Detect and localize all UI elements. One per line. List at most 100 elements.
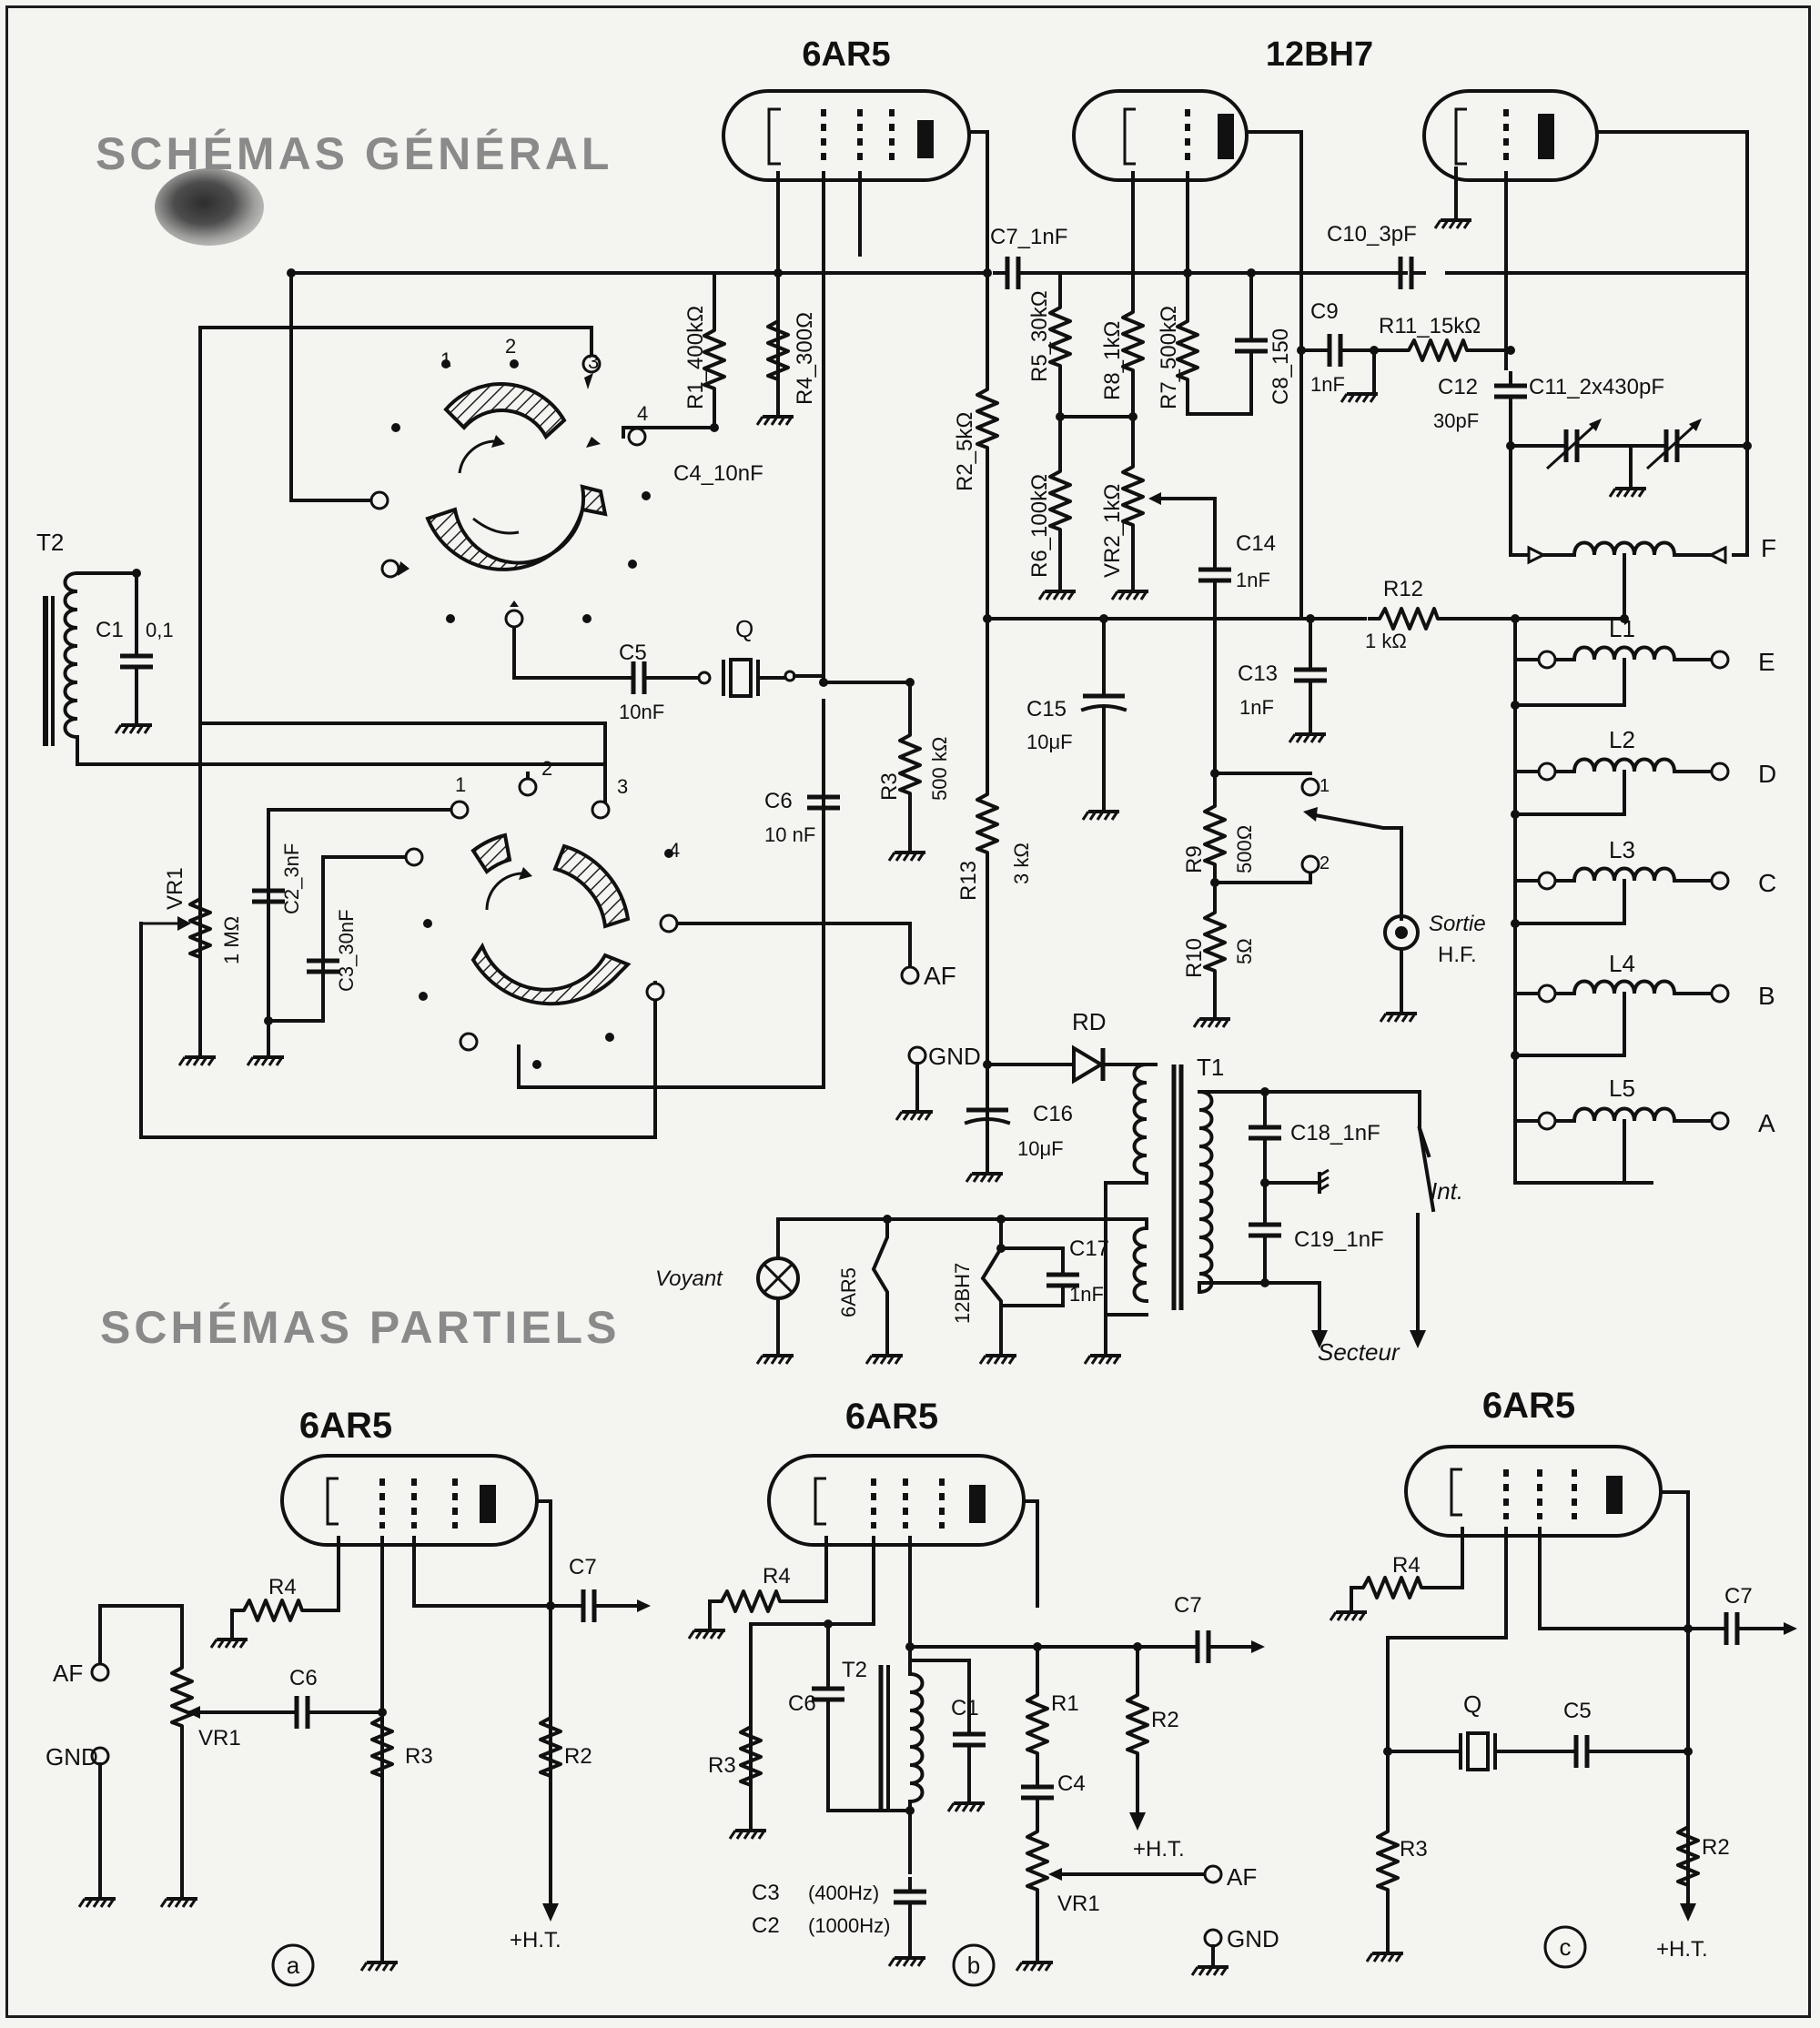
partial-b-tag: b bbox=[967, 1952, 980, 1979]
partial-c-r2: R2 bbox=[1702, 1835, 1730, 1860]
tube-12bh7-left bbox=[1072, 89, 1249, 182]
partial-b-c7: C7 bbox=[1174, 1593, 1202, 1618]
label-c8: C8_150 bbox=[1269, 328, 1293, 405]
label-vr1-value: 1 MΩ bbox=[220, 916, 243, 964]
partial-b-c2-note: (1000Hz) bbox=[808, 1914, 890, 1937]
tube-12bh7-right bbox=[1422, 89, 1599, 182]
tube-6ar5 bbox=[722, 89, 971, 182]
partial-c-tube: 6AR5 bbox=[1482, 1386, 1575, 1426]
label-c4: C4_10nF bbox=[673, 461, 763, 486]
partial-a-vr1: VR1 bbox=[198, 1726, 241, 1751]
label-heater-6ar5: 6AR5 bbox=[837, 1267, 860, 1317]
label-c2: C2_3nF bbox=[280, 843, 303, 914]
label-r8: R8_1kΩ bbox=[1100, 321, 1125, 400]
partial-c-q: Q bbox=[1463, 1690, 1481, 1718]
label-c1: C1 bbox=[96, 618, 124, 642]
label-r5: R5_30kΩ bbox=[1027, 290, 1052, 382]
label-c16-value: 10μF bbox=[1017, 1137, 1064, 1160]
label-r1: R1_400kΩ bbox=[683, 306, 708, 409]
label-c18: C18_1nF bbox=[1290, 1121, 1380, 1145]
label-t2: T2 bbox=[36, 529, 64, 556]
terminal-c: C bbox=[1758, 869, 1776, 897]
partial-b-gnd: GND bbox=[1227, 1925, 1279, 1952]
label-c17-value: 1nF bbox=[1069, 1283, 1104, 1306]
label-r4: R4_300Ω bbox=[793, 312, 817, 405]
label-r13: R13 bbox=[956, 861, 981, 901]
label-int: Int. bbox=[1431, 1177, 1463, 1205]
partial-a-c7: C7 bbox=[569, 1555, 597, 1579]
label-r7: R7_500kΩ bbox=[1157, 306, 1181, 409]
partial-b-r1: R1 bbox=[1051, 1691, 1079, 1716]
label-c3: C3_30nF bbox=[335, 909, 358, 992]
label-vr1: VR1 bbox=[163, 867, 187, 910]
ink-stain bbox=[155, 168, 264, 246]
label-r12: R12 bbox=[1383, 577, 1423, 601]
partial-a-af: AF bbox=[53, 1660, 83, 1687]
label-l1: L1 bbox=[1609, 615, 1635, 642]
partial-c-ht: +H.T. bbox=[1656, 1937, 1708, 1962]
heading-general: SCHÉMAS GÉNÉRAL bbox=[96, 128, 613, 179]
partial-c-r3: R3 bbox=[1400, 1837, 1428, 1862]
label-c5-value: 10nF bbox=[619, 701, 664, 723]
lower-pos-3: 3 bbox=[617, 775, 628, 798]
label-heater-12bh7: 12BH7 bbox=[951, 1263, 974, 1324]
upper-pos-4: 4 bbox=[637, 402, 648, 425]
label-r3-value: 500 kΩ bbox=[928, 737, 951, 801]
lower-pos-2: 2 bbox=[541, 757, 552, 780]
partial-a-tag: a bbox=[287, 1952, 300, 1979]
label-r10: R10 bbox=[1182, 938, 1207, 978]
label-c5: C5 bbox=[619, 641, 647, 665]
label-c17: C17 bbox=[1069, 1236, 1109, 1261]
partial-b-t2: T2 bbox=[842, 1658, 867, 1682]
label-r9: R9 bbox=[1182, 845, 1207, 873]
terminal-a: A bbox=[1758, 1109, 1775, 1137]
rotary-switch-upper[interactable] bbox=[425, 382, 608, 571]
switch-pos-1: 1 bbox=[1320, 776, 1330, 796]
terminal-hf: H.F. bbox=[1438, 943, 1477, 967]
partial-b-ht: +H.T. bbox=[1133, 1837, 1185, 1862]
tube-6ar5-label: 6AR5 bbox=[802, 35, 890, 74]
label-r11: R11_15kΩ bbox=[1379, 314, 1481, 338]
label-voyant: Voyant bbox=[655, 1266, 723, 1291]
paper-border bbox=[5, 5, 1811, 2018]
label-l3: L3 bbox=[1609, 836, 1635, 863]
label-c11: C11_2x430pF bbox=[1529, 375, 1664, 399]
partial-b-r3: R3 bbox=[708, 1753, 736, 1778]
label-r6: R6_100kΩ bbox=[1027, 474, 1052, 578]
terminal-b: B bbox=[1758, 982, 1775, 1010]
partial-a-gnd: GND bbox=[46, 1743, 98, 1771]
label-c10: C10_3pF bbox=[1327, 222, 1417, 247]
switch-pos-2: 2 bbox=[1320, 853, 1330, 873]
label-rd: RD bbox=[1072, 1008, 1107, 1035]
label-c9-value: 1nF bbox=[1310, 373, 1345, 396]
rotary-switch-lower[interactable] bbox=[470, 832, 632, 1006]
terminal-e: E bbox=[1758, 648, 1775, 676]
label-c14: C14 bbox=[1236, 531, 1276, 556]
partial-c-c7: C7 bbox=[1724, 1584, 1753, 1609]
partial-b-c6: C6 bbox=[788, 1691, 816, 1716]
label-c16: C16 bbox=[1033, 1102, 1073, 1126]
partial-b-r4: R4 bbox=[763, 1564, 791, 1589]
upper-pos-3: 3 bbox=[588, 350, 599, 373]
partial-b-c4: C4 bbox=[1057, 1771, 1086, 1796]
label-q: Q bbox=[735, 615, 753, 642]
partial-b-r2: R2 bbox=[1151, 1708, 1179, 1732]
label-c13: C13 bbox=[1238, 661, 1278, 686]
label-c15-value: 10μF bbox=[1026, 731, 1073, 753]
partial-b-af: AF bbox=[1227, 1863, 1257, 1891]
partial-a-tube: 6AR5 bbox=[299, 1406, 392, 1446]
lower-pos-4: 4 bbox=[669, 839, 680, 862]
label-c6-value: 10 nF bbox=[764, 823, 815, 846]
upper-pos-2: 2 bbox=[505, 335, 516, 358]
label-c9: C9 bbox=[1310, 299, 1339, 324]
label-c13-value: 1nF bbox=[1239, 696, 1274, 719]
label-l4: L4 bbox=[1609, 950, 1635, 977]
partial-b-c1: C1 bbox=[951, 1696, 979, 1720]
upper-pos-1: 1 bbox=[440, 348, 451, 371]
partial-b-c2: C2 bbox=[752, 1913, 780, 1938]
tube-12bh7-label: 12BH7 bbox=[1266, 35, 1373, 74]
lower-pos-1: 1 bbox=[455, 773, 466, 796]
label-l2: L2 bbox=[1609, 726, 1635, 753]
label-r9-value: 500Ω bbox=[1233, 825, 1256, 873]
